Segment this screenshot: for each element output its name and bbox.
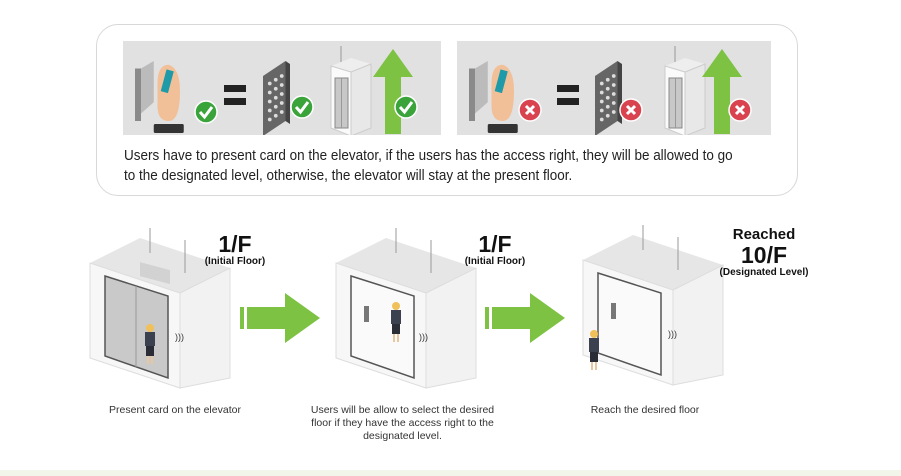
step-3-floor: Reached 10/F (Designated Level) — [712, 227, 816, 279]
access-summary-box — [96, 24, 798, 196]
step-2-caption: Users will be allow to select the desire… — [310, 404, 495, 442]
floor-note: (Initial Floor) — [464, 256, 526, 267]
svg-text:))): ))) — [668, 329, 677, 339]
up-arrow-icon — [373, 49, 413, 134]
elevator-closed-illustration: ))) — [89, 228, 231, 389]
step-3-caption: Reach the desired floor — [590, 404, 700, 416]
next-arrow-icon — [485, 293, 565, 343]
keypad-icon — [263, 61, 290, 136]
reached-label: Reached — [732, 226, 796, 243]
footer-strip — [0, 470, 901, 476]
cross-icon — [618, 97, 644, 123]
equals-icon — [224, 85, 246, 105]
elevator-arrived-illustration: ))) — [582, 225, 724, 386]
svg-text:))): ))) — [175, 332, 184, 342]
access-description: Users have to present card on the elevat… — [124, 148, 733, 184]
access-granted-panel — [123, 41, 441, 137]
floor-label: 10/F — [740, 242, 788, 268]
step-1-floor: 1/F (Initial Floor) — [190, 232, 280, 268]
check-icon — [393, 94, 419, 120]
step-2-floor: 1/F (Initial Floor) — [450, 232, 540, 268]
elevator-open-illustration: ))) — [335, 228, 477, 389]
access-denied-panel — [457, 41, 771, 137]
card-reader-icon — [469, 61, 518, 133]
step-1-caption: Present card on the elevator — [109, 404, 241, 416]
keypad-icon — [595, 61, 622, 136]
up-arrow-icon — [702, 49, 742, 134]
floor-note: (Designated Level) — [719, 267, 809, 278]
elevator-icon — [330, 45, 372, 137]
check-icon — [193, 99, 219, 125]
floor-note: (Initial Floor) — [204, 256, 266, 267]
next-arrow-icon — [240, 293, 320, 343]
cross-icon — [727, 97, 753, 123]
svg-text:))): ))) — [419, 332, 428, 342]
elevator-icon — [664, 45, 706, 137]
check-icon — [289, 94, 315, 120]
card-reader-icon — [135, 61, 184, 133]
floor-label: 1/F — [478, 231, 512, 257]
cross-icon — [517, 97, 543, 123]
floor-label: 1/F — [218, 231, 252, 257]
equals-icon — [557, 85, 579, 105]
